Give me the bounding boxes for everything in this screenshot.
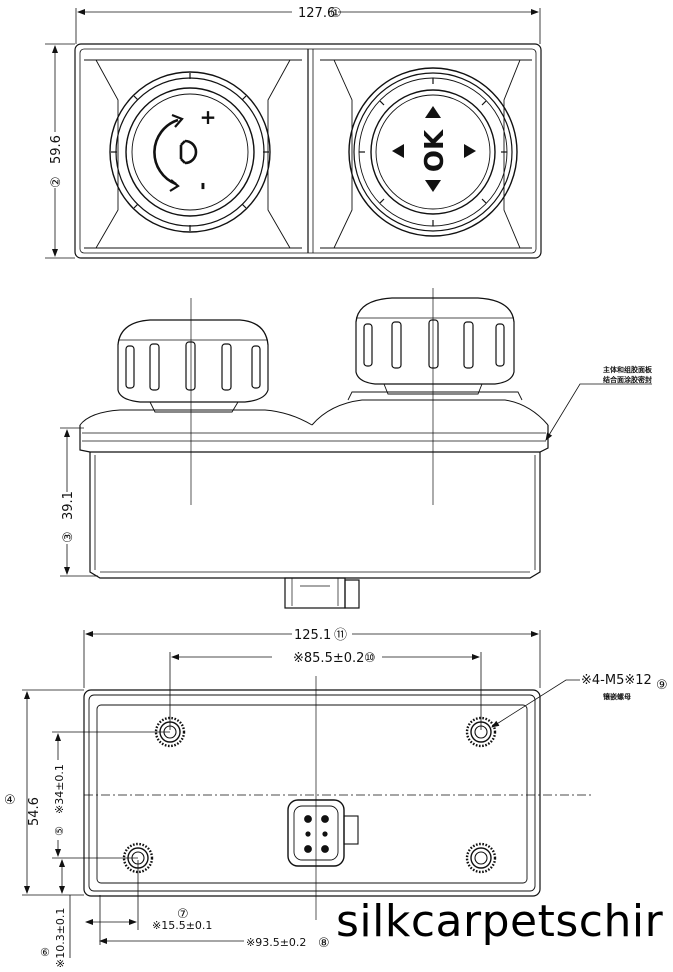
thread-note-text: ※4-M5※12 [581,673,652,688]
height-dim-text: 59.6 [49,135,64,164]
width-index: ① [330,6,342,21]
height-index: ② [49,176,64,188]
bottom-width-dim-text: 125.1 [294,628,331,643]
thread-caption: 镶嵌螺母 [603,692,631,701]
bottom-height-dim-text: 54.6 [27,797,42,826]
side-view [60,288,652,609]
hole-span-index: ⑩ [364,651,376,666]
threaded-inserts [122,716,497,874]
watermark-text: silkcarpetschir [336,896,664,947]
side-height-index: ③ [61,531,76,543]
width-dim-text: 127.6 [298,6,335,21]
side-height-dim-text: 39.1 [61,491,76,520]
connector-socket [287,799,359,867]
plus-label: + [200,105,217,129]
insert-bottom-left [122,842,154,874]
arrow-down-icon [425,180,441,192]
glue-note-line1: 主体和组胶面板 [603,365,653,374]
connector-offset-dim-text: ※93.5±0.2 [246,936,306,949]
edge-offset-dim-text: ※10.3±0.1 [54,908,67,968]
left-offset-dim-text: ※15.5±0.1 [152,919,212,932]
glue-note-line2: 结合面涂胶密封 [602,375,652,384]
hole-vertical-index: ⑤ [53,826,66,836]
arrow-up-icon [425,106,441,118]
thread-index: ⑨ [656,678,668,693]
edge-offset-index: ⑥ [40,946,50,959]
left-knob-top [109,71,271,233]
hole-vertical-dim-text: ※34±0.1 [53,764,66,814]
top-view [45,8,542,259]
ok-label: OK [420,129,450,172]
rotate-arrow-icon [153,118,179,186]
bottom-height-index: ④ [4,793,16,808]
left-offset-index: ⑦ [177,907,189,922]
connector-offset-index: ⑧ [318,936,330,951]
right-knob-top [348,67,518,237]
direction-arrows [392,106,476,192]
insert-bottom-right [465,842,497,874]
arrow-right-icon [464,144,476,158]
bulb-icon [179,139,198,165]
insert-top-left [154,716,186,748]
bottom-width-index: ⑪ [334,628,347,643]
insert-top-right [465,716,497,748]
arrow-left-icon [392,144,404,158]
minus-label: - [192,182,216,190]
hole-span-dim-text: ※85.5±0.2 [293,651,364,666]
